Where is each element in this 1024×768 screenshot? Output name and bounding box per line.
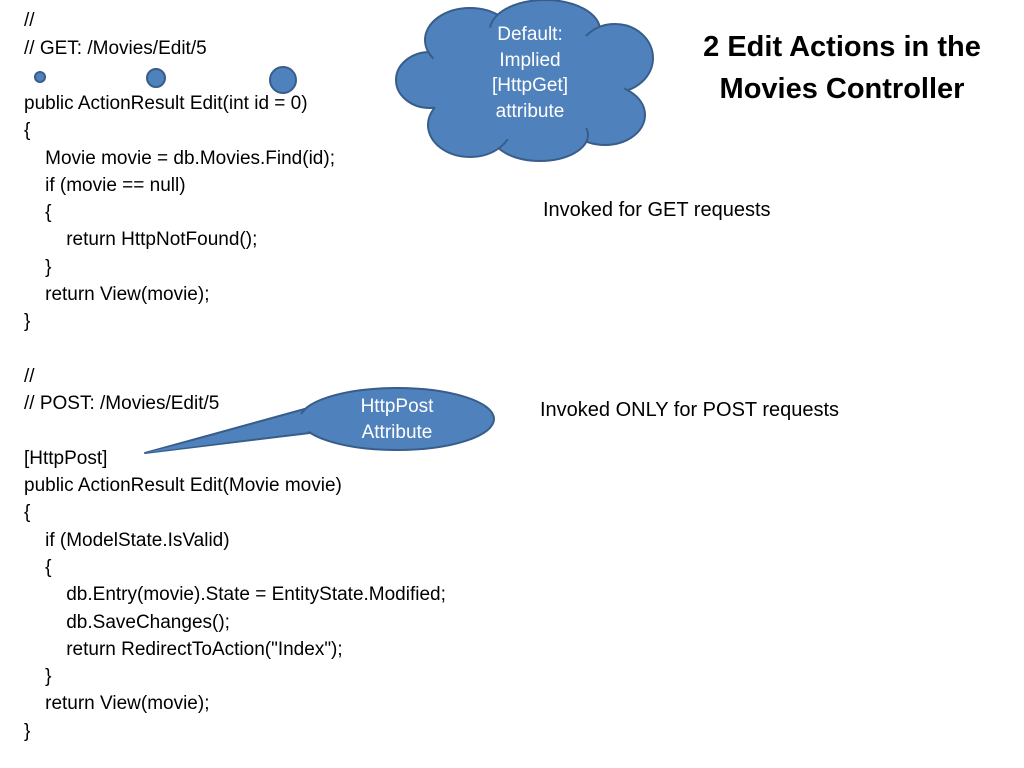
cloud-callout-line-3: [HttpGet] xyxy=(491,75,569,96)
code-line: // GET: /Movies/Edit/5 xyxy=(24,38,207,59)
code-line: return View(movie); xyxy=(24,693,210,714)
code-line: } xyxy=(24,257,52,278)
oval-callout-line-1: HttpPost xyxy=(360,396,434,417)
cloud-callout-line-4: attribute xyxy=(495,100,565,122)
cloud-callout-shape xyxy=(34,0,654,162)
cloud-callout-line-2: Implied xyxy=(499,49,561,71)
oval-callout-line-2: Attribute xyxy=(361,422,433,443)
code-line: return HttpNotFound(); xyxy=(24,229,258,250)
code-line: // POST: /Movies/Edit/5 xyxy=(24,393,220,414)
cloud-callout-line-1: Default: xyxy=(497,24,563,45)
code-line: // xyxy=(24,366,35,387)
code-line: } xyxy=(24,311,31,332)
code-line: // xyxy=(24,10,35,31)
code-line: return View(movie); xyxy=(24,284,210,305)
code-line: public ActionResult Edit(Movie movie) xyxy=(24,475,342,496)
code-line: db.SaveChanges(); xyxy=(24,612,230,633)
code-line: if (movie == null) xyxy=(24,175,186,196)
oval-callout-shape xyxy=(144,387,495,454)
code-line: } xyxy=(24,666,52,687)
code-line: db.Entry(movie).State = EntityState.Modi… xyxy=(24,584,446,605)
code-line: [HttpPost] xyxy=(24,448,108,469)
code-line: public ActionResult Edit(int id = 0) xyxy=(24,93,308,114)
slide-title: 2 Edit Actions in the Movies Controller xyxy=(703,31,981,105)
code-line: { xyxy=(24,202,52,223)
code-line: { xyxy=(24,120,31,141)
cloud-tail-dot-medium xyxy=(146,68,166,88)
cloud-tail-dot-large xyxy=(269,66,297,94)
code-line: { xyxy=(24,502,31,523)
cloud-tail-dot-small xyxy=(34,71,46,83)
code-line: { xyxy=(24,557,52,578)
get-request-note: Invoked for GET requests xyxy=(543,199,771,221)
post-request-note: Invoked ONLY for POST requests xyxy=(540,399,840,421)
oval-callout-text: HttpPost Attribute xyxy=(337,394,457,446)
cloud-callout-text: Default: Implied [HttpGet] attribute xyxy=(470,22,590,124)
code-line: } xyxy=(24,721,31,742)
code-line: return RedirectToAction("Index"); xyxy=(24,639,343,660)
code-line: Movie movie = db.Movies.Find(id); xyxy=(24,148,335,169)
code-line: if (ModelState.IsValid) xyxy=(24,530,230,551)
